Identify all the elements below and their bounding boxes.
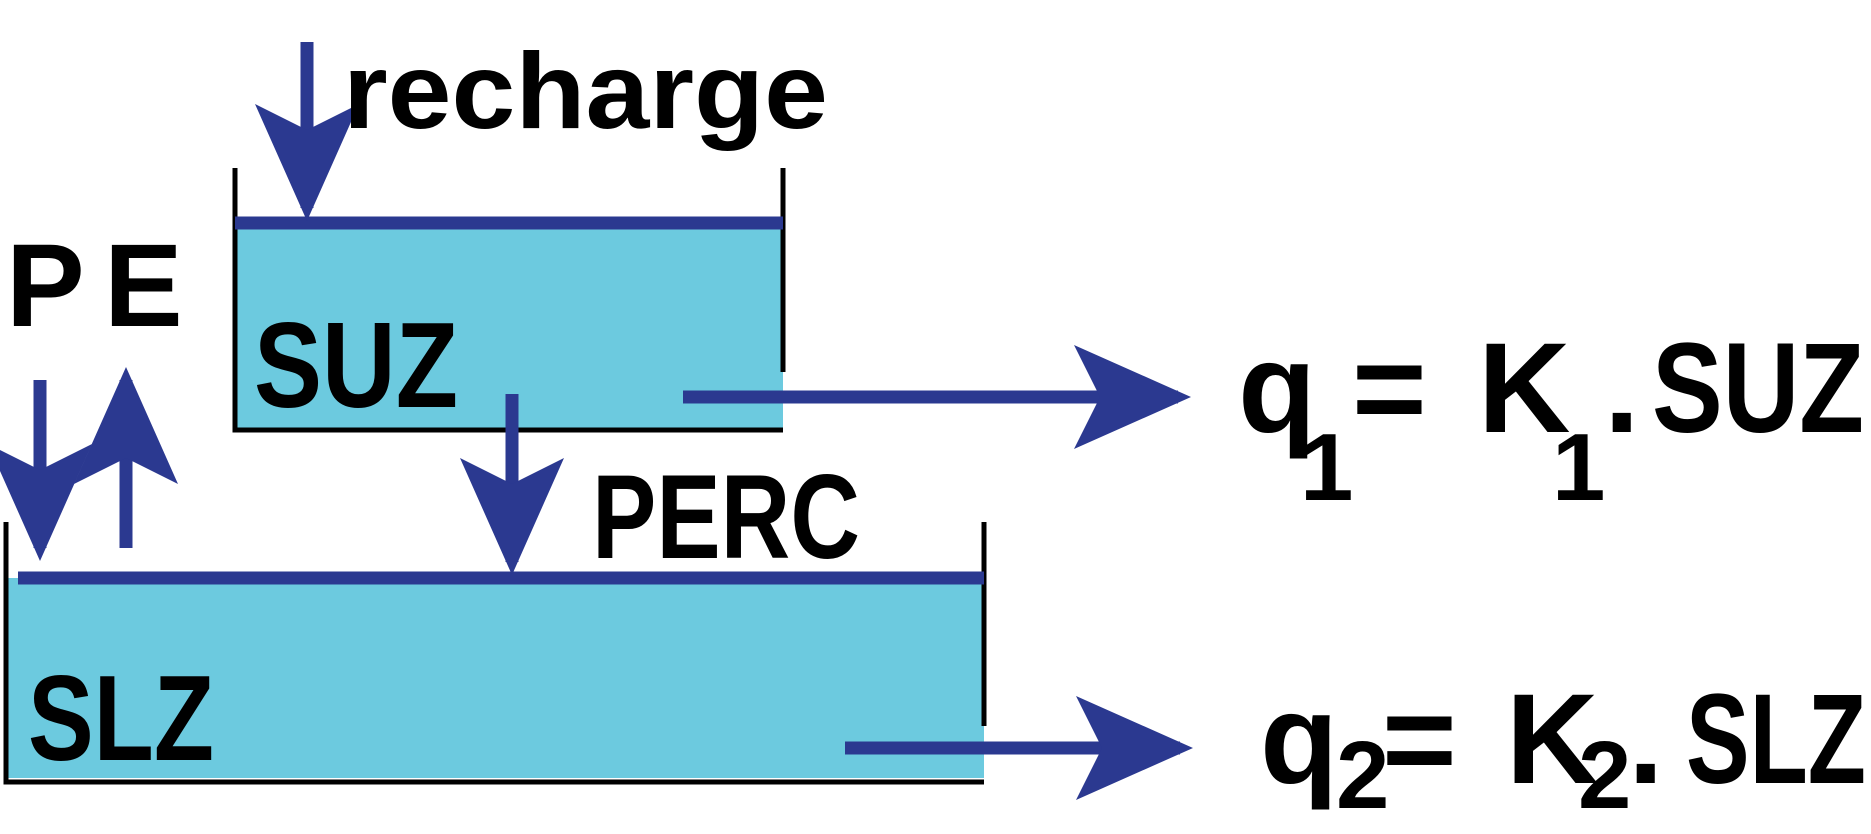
eq1-k: K [1478,317,1570,460]
lower-reservoir-water [8,578,984,778]
equation-q2: q 2 = K 2 . SLZ [1260,668,1866,829]
eq1-equals: = [1352,317,1427,460]
eq2-q: q [1260,668,1338,811]
evaporation-label: E [104,220,183,352]
eq2-equals: = [1382,668,1457,811]
precipitation-label: P [6,220,85,352]
eq1-q: q [1238,317,1316,460]
labels: recharge P E SUZ PERC SLZ [6,30,860,786]
upper-reservoir [232,168,786,433]
eq1-q-subscript: 1 [1300,414,1353,521]
eq2-dot: . [1628,668,1664,811]
upper-reservoir-walls [232,168,783,433]
eq1-k-subscript: 1 [1552,414,1605,521]
eq2-k: K [1506,668,1598,811]
eq2-q-subscript: 2 [1336,722,1389,829]
perc-label: PERC [592,450,860,584]
lower-reservoir-walls [3,522,984,785]
slz-label: SLZ [28,650,214,786]
eq2-var: SLZ [1686,668,1866,811]
lower-reservoir [3,522,987,785]
flux-arrows [0,42,1193,800]
eq1-var: SUZ [1652,317,1864,460]
eq2-k-subscript: 2 [1578,722,1631,829]
eq1-dot: . [1604,317,1640,460]
recharge-label: recharge [343,30,828,151]
suz-label: SUZ [254,297,458,433]
equation-q1: q 1 = K 1 . SUZ [1238,317,1864,521]
